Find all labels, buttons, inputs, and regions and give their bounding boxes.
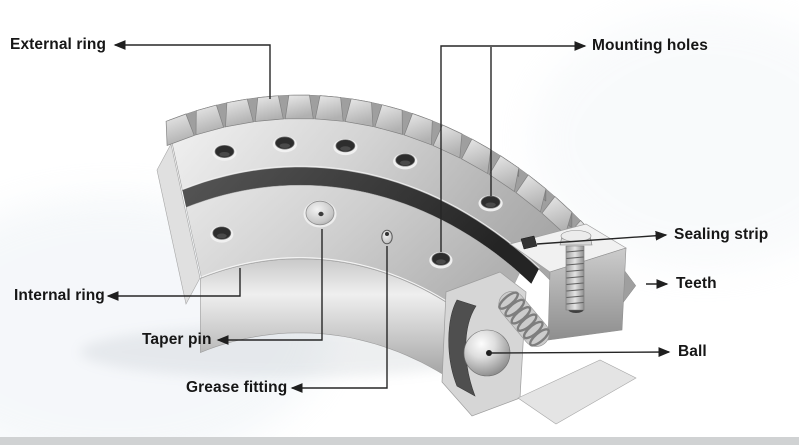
spring-coil	[529, 328, 550, 347]
label-external-ring: External ring	[10, 36, 107, 53]
label-internal-ring: Internal ring	[14, 287, 105, 304]
leader-ball	[488, 347, 671, 357]
bolt-thread	[566, 282, 584, 286]
leader-external-ring	[113, 40, 271, 99]
bolt-thread	[566, 295, 584, 299]
mounting-hole-depth	[340, 146, 351, 151]
mounting-hole-depth	[435, 259, 446, 265]
bolt-shaft	[565, 245, 585, 311]
label-grease-fitting: Grease fitting	[186, 379, 288, 396]
grease-fitting-tip	[385, 232, 389, 236]
gear-tooth	[254, 95, 284, 122]
spring-coil	[498, 291, 519, 310]
taper-pin-center	[318, 211, 324, 217]
mounting-hole-depth	[219, 151, 230, 157]
spring-coil	[522, 320, 544, 340]
background-wash	[530, 10, 799, 270]
gear-tooth	[374, 104, 403, 135]
bolt-thread	[566, 262, 584, 266]
grease-fitting	[381, 229, 393, 245]
bolt-thread	[566, 288, 584, 292]
spring	[498, 291, 550, 347]
raceway-channel	[448, 299, 477, 397]
mounting-hole-depth	[216, 233, 227, 239]
gear-tooth	[195, 104, 225, 136]
leader-internal-ring	[106, 268, 241, 301]
label-taper-pin: Taper pin	[142, 331, 212, 348]
gear-tooth	[165, 113, 195, 146]
bolt-thread	[566, 249, 584, 253]
left-cut-face	[156, 143, 201, 305]
leader-taper-pin	[216, 229, 323, 345]
groove-highlight	[182, 165, 540, 269]
leader-lines	[106, 40, 671, 393]
gear-tooth	[225, 98, 254, 128]
label-teeth: Teeth	[676, 275, 717, 292]
label-ball: Ball	[678, 343, 707, 360]
seam-groove	[182, 167, 539, 284]
gear-tooth	[488, 155, 520, 193]
mounting-hole-depth	[399, 160, 411, 166]
spring-coil	[510, 306, 532, 325]
gear-tooth	[515, 174, 547, 213]
gear-tooth	[284, 94, 314, 120]
leader-grease-fitting	[290, 246, 388, 393]
bolt-thread	[566, 275, 584, 279]
spring-coil	[504, 298, 526, 318]
bolt-thread	[566, 301, 584, 305]
lower-cut-face	[517, 359, 637, 425]
mounting-hole-depth	[485, 202, 496, 208]
gear-tooth	[344, 98, 374, 127]
bottom-edge-strip	[0, 437, 799, 445]
gear-tooth	[403, 113, 433, 146]
leader-sealing-strip	[536, 230, 668, 245]
gear-tooth	[461, 138, 492, 175]
sealing-strip	[520, 235, 538, 250]
leader-mounting-holes	[440, 41, 587, 252]
mounting-hole-depth	[279, 143, 291, 149]
label-sealing-strip: Sealing strip	[674, 226, 769, 243]
bolt-thread	[566, 269, 584, 273]
label-mounting-holes: Mounting holes	[592, 37, 708, 54]
bolt-thread	[566, 256, 584, 260]
gear-tooth	[314, 95, 344, 122]
bearing-graphic	[156, 94, 637, 425]
inner-edge-highlight	[201, 257, 481, 326]
